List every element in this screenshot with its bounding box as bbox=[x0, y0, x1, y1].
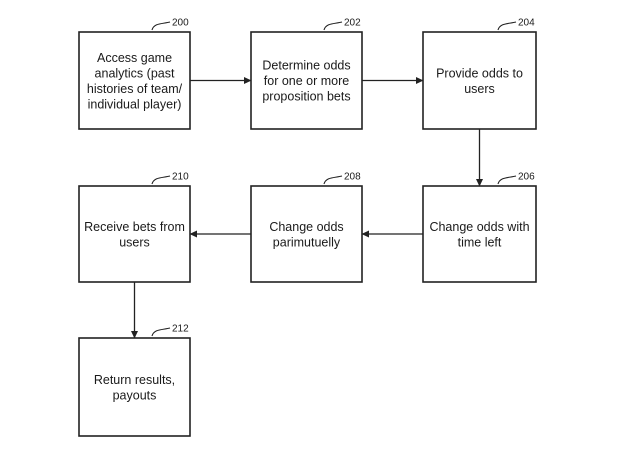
step-label-line: for one or more bbox=[264, 74, 350, 88]
step-label-line: Change odds bbox=[269, 220, 343, 234]
step-label-line: Receive bets from bbox=[84, 220, 185, 234]
reference-leader-line bbox=[323, 21, 343, 31]
step-label-line: individual player) bbox=[88, 97, 182, 111]
reference-leader-line bbox=[151, 327, 171, 337]
reference-leader-line bbox=[151, 21, 171, 31]
step-label-line: proposition bets bbox=[262, 90, 350, 104]
step-label-line: users bbox=[119, 235, 150, 249]
step-label-line: users bbox=[464, 82, 495, 96]
reference-numeral: 208 bbox=[344, 172, 361, 183]
step-box bbox=[422, 31, 537, 130]
reference-numeral: 206 bbox=[518, 172, 535, 183]
step-box bbox=[78, 337, 191, 437]
reference-leader-line bbox=[497, 21, 517, 31]
step-box bbox=[78, 185, 191, 283]
step-box bbox=[422, 185, 537, 283]
process-step-212: Return results,payouts 212 bbox=[78, 324, 191, 437]
reference-leader-line bbox=[497, 175, 517, 185]
reference-numeral: 212 bbox=[172, 324, 189, 335]
process-step-204: Provide odds to users 204 bbox=[422, 18, 537, 130]
step-label-line: parimutuelly bbox=[273, 235, 341, 249]
reference-numeral: 204 bbox=[518, 18, 535, 29]
step-label-line: Change odds with bbox=[429, 220, 529, 234]
step-label-line: Access game bbox=[97, 51, 172, 65]
step-label-line: payouts bbox=[113, 388, 157, 402]
step-label-line: Provide odds to bbox=[436, 66, 523, 80]
reference-leader-line bbox=[151, 175, 171, 185]
connector-arrows bbox=[131, 77, 483, 339]
step-label-line: Return results, bbox=[94, 373, 175, 387]
step-label-line: histories of team/ bbox=[87, 82, 183, 96]
step-box bbox=[250, 185, 363, 283]
reference-numeral: 210 bbox=[172, 172, 189, 183]
step-label-line: analytics (past bbox=[95, 66, 175, 80]
step-box bbox=[250, 31, 363, 130]
reference-leader-line bbox=[323, 175, 343, 185]
step-box bbox=[78, 31, 191, 130]
step-label-line: Determine odds bbox=[262, 59, 350, 73]
reference-numeral: 200 bbox=[172, 18, 189, 29]
reference-numeral: 202 bbox=[344, 18, 361, 29]
step-label-line: time left bbox=[458, 235, 502, 249]
